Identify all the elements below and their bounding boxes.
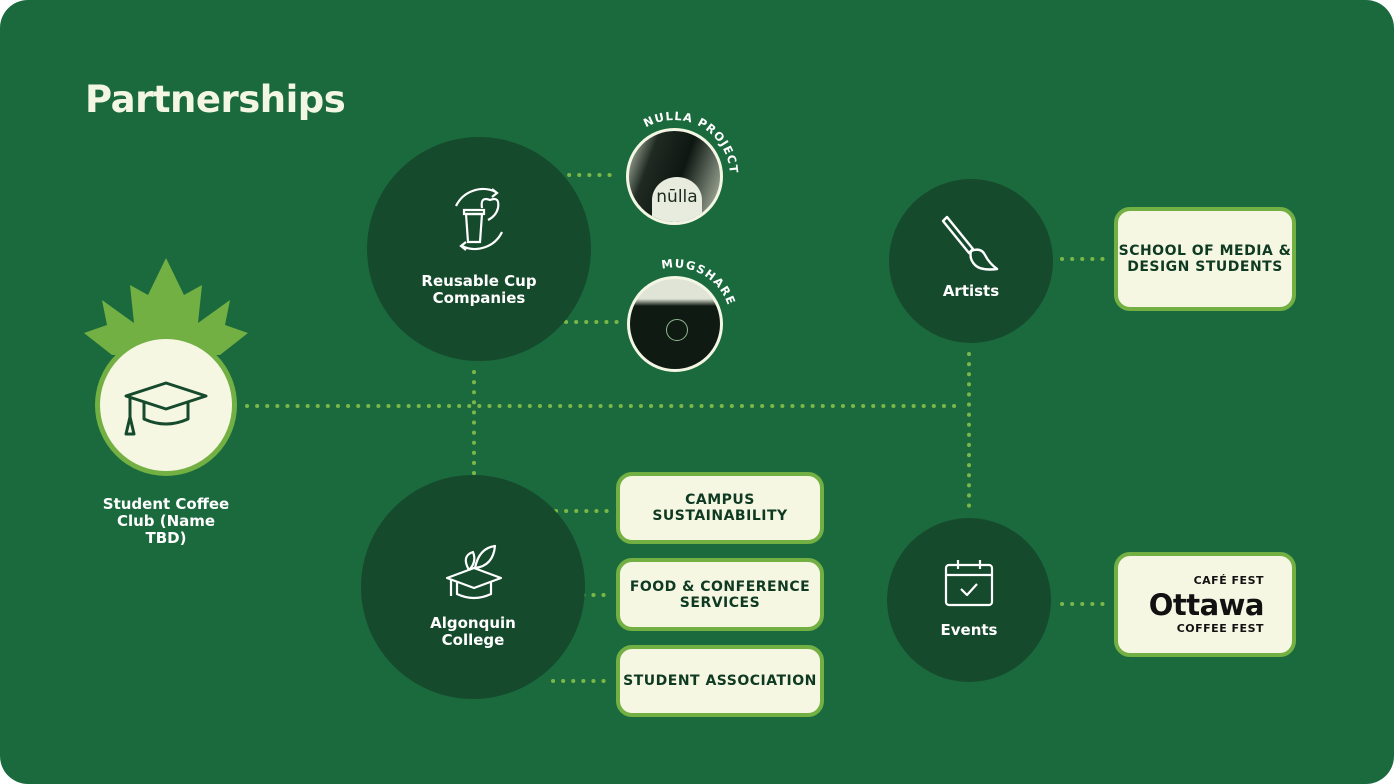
reusable-cup-icon [455,187,503,251]
hub-events: Events [887,518,1051,682]
ottawa-logo-top: CAFÉ FEST [1193,573,1264,587]
page-title: Partnerships [85,78,346,121]
graduation-cap-icon [124,381,208,436]
partner-school-of-media-design: School of Media & Design Students [1114,207,1296,311]
svg-text:NULLA PROJECT: NULLA PROJECT [641,109,741,175]
ottawa-logo-bottom: COFFEE FEST [1176,621,1264,635]
student-club-node [95,334,237,476]
nulla-project-photo: nūlla [626,128,723,225]
partner-campus-sustainability: Campus Sustainability [616,472,824,544]
hub-label: Artists [942,282,1000,300]
svg-text:MUGSHARE: MUGSHARE [660,256,738,307]
maple-leaf-icon [84,258,248,355]
leaf-graduation-cap-icon [445,544,503,600]
hub-label: Reusable Cup Companies [421,272,537,307]
partner-food-conference-services: Food & Conference Services [616,558,824,631]
mugshare-cup-logo [666,319,688,341]
ottawa-logo-main: Ottawa [1148,587,1265,622]
hub-label: Events [940,621,998,639]
nulla-project-curved-label: NULLA PROJECT [641,109,741,175]
student-club-label: Student Coffee Club (Name TBD) [102,495,230,547]
mugshare-label: MUGSHARE [660,256,737,307]
hub-label: Algonquin College [430,614,516,649]
nulla-cup-logo: nūlla [652,177,702,222]
hub-reusable-cup-companies: Reusable Cup Companies [367,137,591,361]
hub-algonquin-college: Algonquin College [361,475,585,699]
mugshare-photo [627,276,723,372]
nulla-project-label: NULLA PROJECT [641,109,740,175]
mugshare-curved-label: MUGSHARE [660,256,738,307]
partner-ottawa-coffee-fest: CAFÉ FEST Ottawa COFFEE FEST [1114,552,1296,657]
paintbrush-icon [941,215,999,271]
calendar-check-icon [944,560,994,607]
partner-student-association: Student Association [616,645,824,717]
hub-artists: Artists [889,179,1053,343]
